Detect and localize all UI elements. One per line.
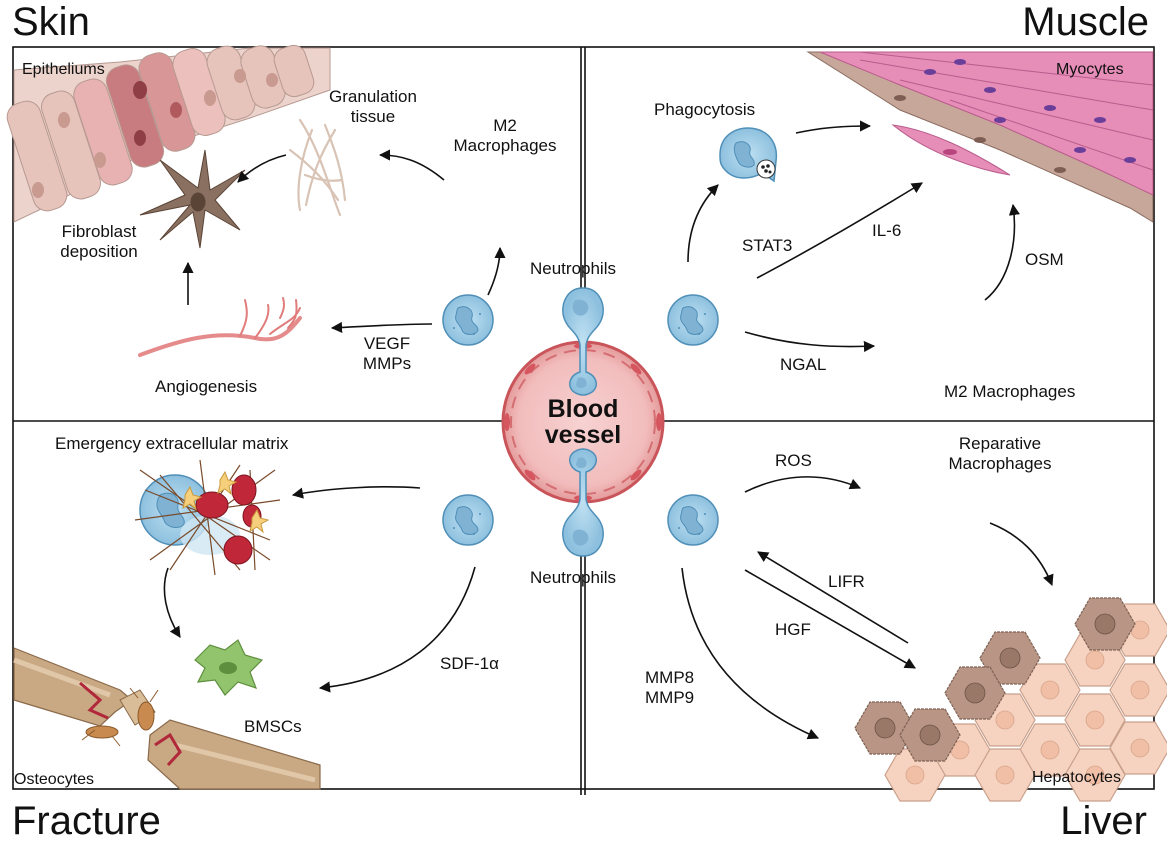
angiogenesis-vessel bbox=[138, 297, 302, 357]
label-hepatocytes: Hepatocytes bbox=[1032, 769, 1121, 786]
label-m2-macrophages-muscle: M2 Macrophages bbox=[944, 382, 1076, 401]
label-ros: ROS bbox=[775, 451, 812, 470]
neutrophils-label-bottom: Neutrophils bbox=[530, 568, 616, 587]
neutrophil-muscle bbox=[667, 294, 719, 346]
blood-vessel-label: Blood vessel bbox=[544, 395, 622, 450]
corner-title-skin: Skin bbox=[12, 0, 90, 44]
label-fibroblast-deposition: Fibroblast deposition bbox=[60, 222, 138, 262]
label-ngal: NGAL bbox=[780, 355, 827, 374]
label-bmscs: BMSCs bbox=[244, 717, 302, 736]
broken-bone bbox=[13, 647, 321, 790]
label-phagocytosis: Phagocytosis bbox=[654, 100, 756, 119]
panel-frame bbox=[12, 46, 1155, 790]
transmigrating-neutrophil-top bbox=[562, 287, 604, 396]
neutrophil-fracture bbox=[442, 494, 494, 546]
bmsc-cell bbox=[194, 639, 264, 696]
phagocyte bbox=[719, 127, 778, 183]
neutrophil-liver bbox=[667, 494, 719, 546]
fibroblast bbox=[139, 149, 246, 249]
label-angiogenesis: Angiogenesis bbox=[155, 377, 258, 396]
label-reparative-macrophages: Reparative Macrophages bbox=[948, 434, 1052, 474]
label-osm: OSM bbox=[1025, 250, 1064, 269]
label-mmp8-mmp9: MMP8 MMP9 bbox=[645, 668, 695, 708]
neutrophils-label-top: Neutrophils bbox=[530, 259, 616, 278]
label-emergency-ecm: Emergency extracellular matrix bbox=[55, 434, 289, 453]
label-granulation-tissue: Granulation tissue bbox=[329, 87, 417, 127]
corner-title-liver: Liver bbox=[1060, 799, 1147, 843]
label-hgf: HGF bbox=[775, 620, 811, 639]
myocyte-bundle bbox=[806, 51, 1154, 223]
label-myocytes: Myocytes bbox=[1056, 61, 1124, 78]
label-osteocytes: Osteocytes bbox=[14, 771, 95, 788]
label-stat3: STAT3 bbox=[742, 236, 793, 255]
granulation-tissue bbox=[288, 118, 347, 217]
epithelium-sheet bbox=[6, 44, 331, 223]
label-epitheliums: Epitheliums bbox=[22, 61, 105, 78]
corner-title-muscle: Muscle bbox=[1022, 0, 1149, 44]
label-m2-macrophages-skin: M2 Macrophages bbox=[453, 116, 557, 156]
ecm-clot bbox=[134, 459, 281, 576]
label-lifr: LIFR bbox=[828, 572, 865, 591]
neutrophil-skin bbox=[442, 294, 494, 346]
label-sdf1a: SDF-1α bbox=[440, 654, 499, 673]
label-il6: IL-6 bbox=[872, 221, 902, 240]
label-vegf-mmps: VEGF MMPs bbox=[362, 334, 412, 374]
transmigrating-neutrophil-bottom bbox=[562, 448, 604, 557]
corner-title-fracture: Fracture bbox=[12, 799, 161, 843]
